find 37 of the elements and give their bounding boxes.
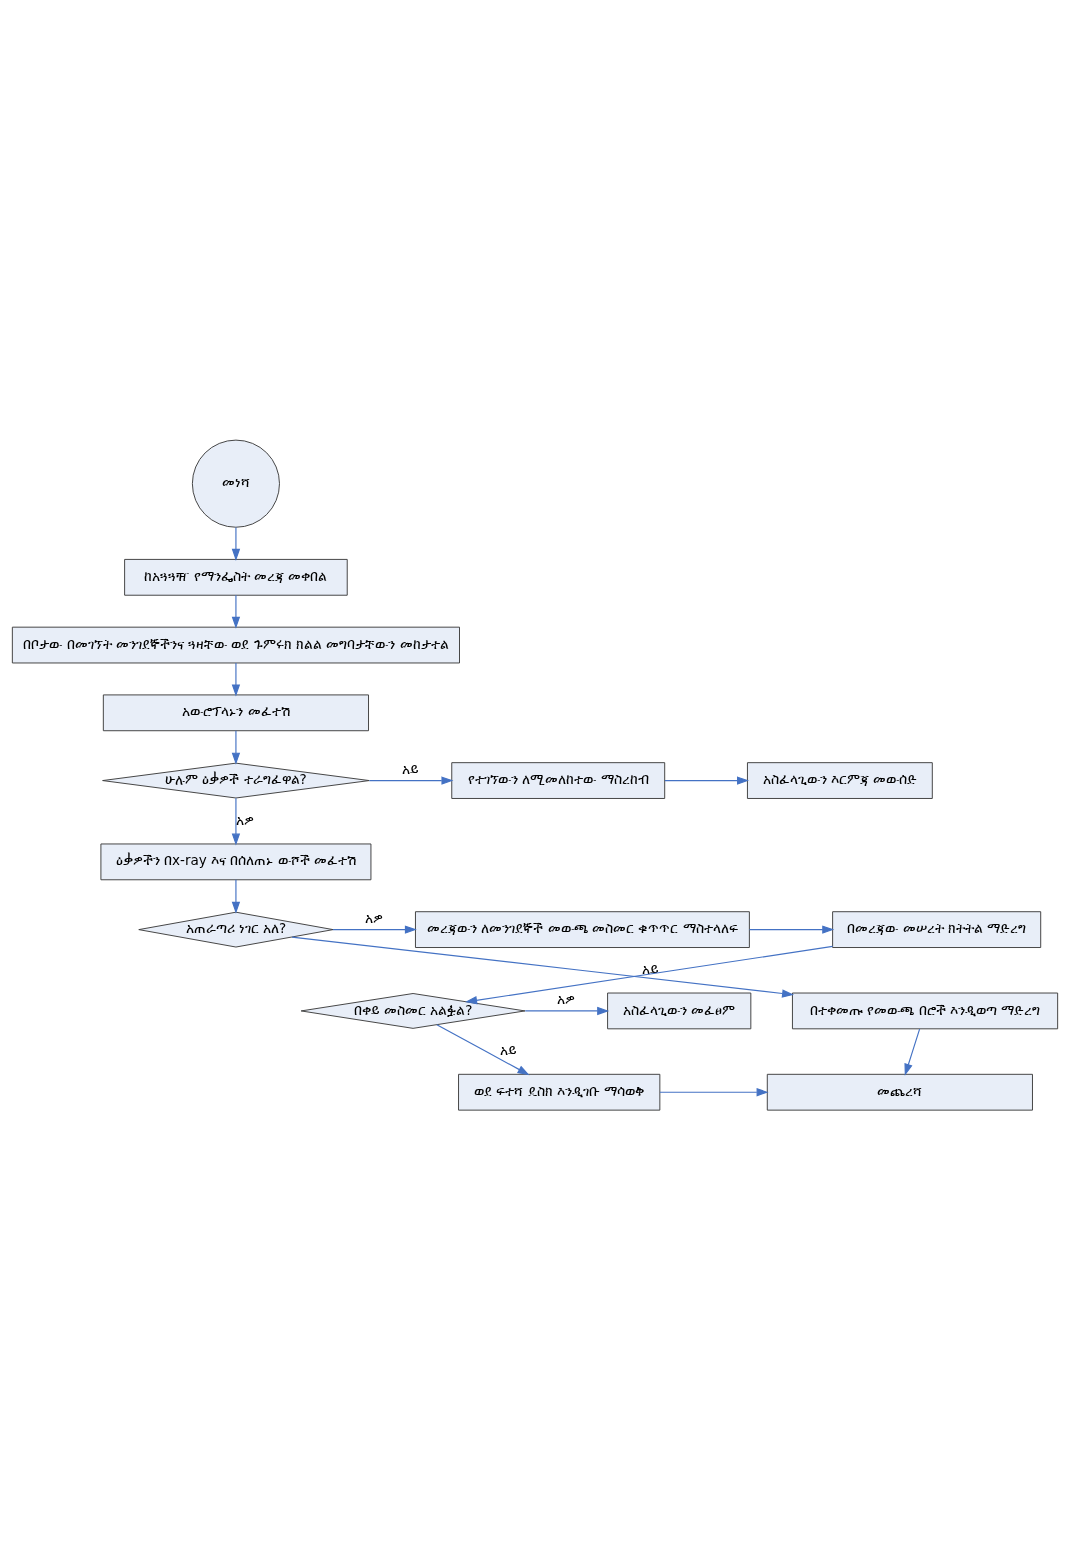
arrow (664, 775, 750, 785)
arrow (231, 797, 241, 846)
node-box: መጨረሻ (766, 1073, 1033, 1111)
edge-label: አዎ (236, 811, 255, 828)
edge-label: አይ (402, 760, 420, 777)
arrow (231, 594, 241, 629)
node-diamond: ሁሉም ዕቃዎች ተራግፈዋል? (102, 762, 370, 798)
arrow (231, 661, 241, 696)
node-box: ዕቃዎችን በx-ray እና በሰለጠኑ ውሾች መፈተሽ (100, 843, 372, 880)
node-box: ከአጓጓዥ የማንፌስት መረጃ መቀበል (124, 558, 348, 596)
node-box: በተቀመጡ የመውጫ በሮች እንዲወጣ ማድረግ (791, 992, 1059, 1029)
node-box: መረጃውን ለመንገደኞች መውጫ መስመር ቁጥጥር ማስተላለፍ (415, 910, 750, 948)
node-box: በመረጃው መሠረት ክትትል ማድረግ (832, 910, 1042, 948)
arrow (291, 935, 795, 998)
arrow (659, 1087, 769, 1096)
node-diamond: አጠራጣሪ ነገር አለ? (138, 911, 334, 948)
node-box: አስፈላጊውን መፈፀም (607, 992, 752, 1029)
arrow (368, 775, 454, 785)
node-box: በቦታው በመገኘት መንገደኞችንና ጓዛቸው ወደ ጉምሩክ ክልል መግባታቸውን መከታተል (11, 626, 460, 663)
edge-label: አዎ (557, 990, 576, 1007)
arrow (524, 1006, 610, 1015)
arrow (332, 924, 417, 934)
arrow (436, 1023, 530, 1075)
edge-label: አይ (642, 960, 660, 977)
arrow (231, 878, 241, 914)
edge-label: አይ (499, 1041, 517, 1058)
arrow (748, 924, 835, 934)
arrow (231, 526, 241, 561)
node-box: አውሮፕላኑን መፈተሽ (102, 693, 369, 731)
node-box: አስፈላጊውን እርምጃ መውሰድ (746, 761, 933, 799)
node-box: ወደ ፍተሻ ዴስክ እንዲገቡ ማሳወቅ (458, 1073, 661, 1111)
edge-label: አዎ (365, 909, 384, 926)
arrow (904, 1028, 921, 1076)
arrow (231, 729, 241, 765)
arrow (465, 945, 834, 1004)
node-circle: መነሻ (191, 439, 280, 528)
node-box: የተገኘውን ለሚመለከተው ማስረከብ (451, 761, 666, 799)
